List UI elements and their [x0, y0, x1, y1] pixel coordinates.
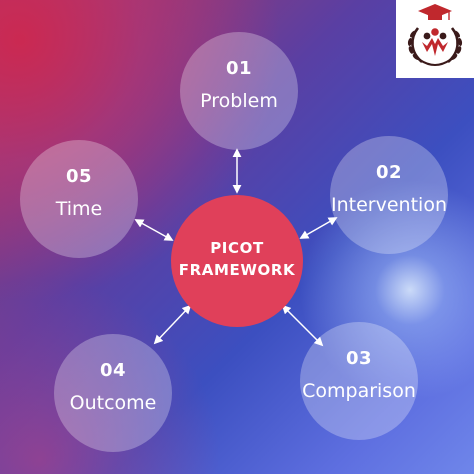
node-label: Comparison [302, 380, 416, 402]
node-time: 05 Time [20, 140, 138, 258]
connector-intervention [299, 217, 338, 239]
center-node: PICOT FRAMEWORK [171, 195, 303, 327]
node-intervention: 02 Intervention [330, 136, 448, 254]
node-label: Outcome [69, 392, 157, 414]
node-comparison: 03 Comparison [300, 322, 418, 440]
center-title-line2: FRAMEWORK [178, 261, 296, 279]
node-label: Intervention [331, 194, 447, 216]
node-label: Time [55, 198, 103, 220]
connector-comparison [281, 304, 324, 347]
node-number: 04 [99, 360, 127, 381]
center-title-line1: PICOT [210, 239, 264, 257]
graduation-cap-laurel-logo-icon [407, 4, 463, 66]
node-number: 02 [375, 162, 403, 183]
connector-outcome [153, 304, 192, 345]
brand-logo [396, 0, 474, 78]
node-number: 01 [225, 58, 253, 79]
node-problem: 01 Problem [180, 32, 298, 150]
node-label: Problem [200, 90, 278, 112]
node-outcome: 04 Outcome [54, 334, 172, 452]
node-number: 03 [345, 348, 373, 369]
node-number: 05 [65, 166, 93, 187]
connector-time [134, 219, 174, 241]
